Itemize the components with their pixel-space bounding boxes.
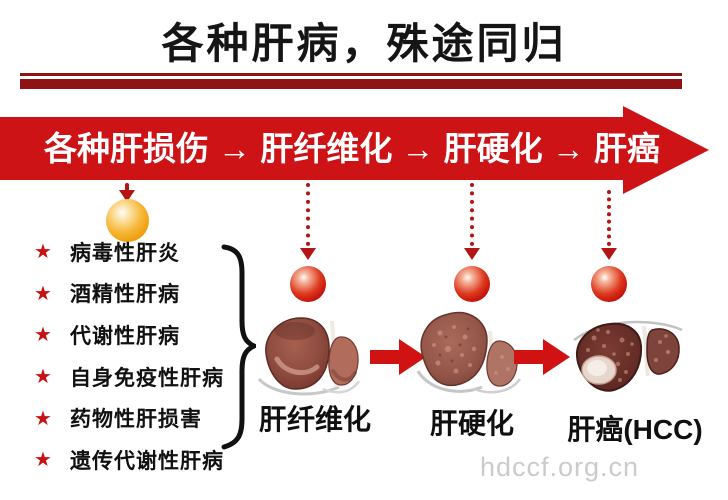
cause-label: 病毒性肝炎 xyxy=(70,241,180,265)
liver-injury-causes-list: ★ 病毒性肝炎 ★ 酒精性肝病 ★ 代谢性肝病 ★ 自身免疫性肝病 ★ 药物性肝… xyxy=(34,231,224,481)
dotted-arrowhead-icon xyxy=(601,248,617,260)
dotted-arrowhead-icon xyxy=(300,248,316,260)
dotted-arrow-icon xyxy=(125,183,129,191)
stage-label-fibrosis: 肝纤维化 xyxy=(258,404,371,435)
grouping-brace-icon xyxy=(221,244,256,450)
right-arrow-icon xyxy=(370,339,426,375)
cause-label: 酒精性肝病 xyxy=(70,283,180,307)
dotted-arrow-icon xyxy=(306,183,310,246)
list-item: ★ 酒精性肝病 xyxy=(34,273,224,315)
cause-label: 药物性肝损害 xyxy=(70,408,202,432)
progression-banner-text: 各种肝损伤 → 肝纤维化 → 肝硬化 → 肝癌 xyxy=(44,130,661,167)
star-icon: ★ xyxy=(34,241,52,264)
liver-cancer-illustration xyxy=(573,320,683,392)
liver-fibrosis-illustration xyxy=(257,317,361,396)
cause-label: 自身免疫性肝病 xyxy=(70,366,224,390)
star-icon: ★ xyxy=(34,449,52,472)
cause-label: 代谢性肝病 xyxy=(70,324,180,348)
cause-label: 遗传代谢性肝病 xyxy=(70,449,224,473)
dotted-arrow-icon xyxy=(607,190,611,246)
cirrhosis-marker-ball-icon xyxy=(454,266,490,302)
page-title: 各种肝病，殊途同归 xyxy=(161,20,567,67)
star-icon: ★ xyxy=(34,282,52,305)
list-item: ★ 遗传代谢性肝病 xyxy=(34,439,224,481)
right-arrow-icon xyxy=(514,339,570,375)
list-item: ★ 药物性肝损害 xyxy=(34,397,224,439)
progression-banner xyxy=(0,117,623,180)
dotted-arrowhead-icon xyxy=(464,248,480,260)
list-item: ★ 自身免疫性肝病 xyxy=(34,356,224,398)
title-underline-thick xyxy=(20,79,682,89)
progression-banner-arrowhead-icon xyxy=(623,106,709,194)
stage-label-cancer: 肝癌(HCC) xyxy=(567,414,703,445)
cancer-marker-ball-icon xyxy=(591,266,627,302)
list-item: ★ 代谢性肝病 xyxy=(34,314,224,356)
list-item: ★ 病毒性肝炎 xyxy=(34,231,224,273)
title-underline-thin xyxy=(20,73,682,76)
injury-marker-ball-icon xyxy=(106,199,149,242)
dotted-arrow-icon xyxy=(470,183,474,246)
stage-label-cirrhosis: 肝硬化 xyxy=(429,408,514,439)
star-icon: ★ xyxy=(34,324,52,347)
star-icon: ★ xyxy=(34,407,52,430)
watermark-text: hdccf.org.cn xyxy=(480,452,640,482)
fibrosis-marker-ball-icon xyxy=(290,266,326,302)
liver-cirrhosis-illustration xyxy=(416,311,522,394)
star-icon: ★ xyxy=(34,366,52,389)
